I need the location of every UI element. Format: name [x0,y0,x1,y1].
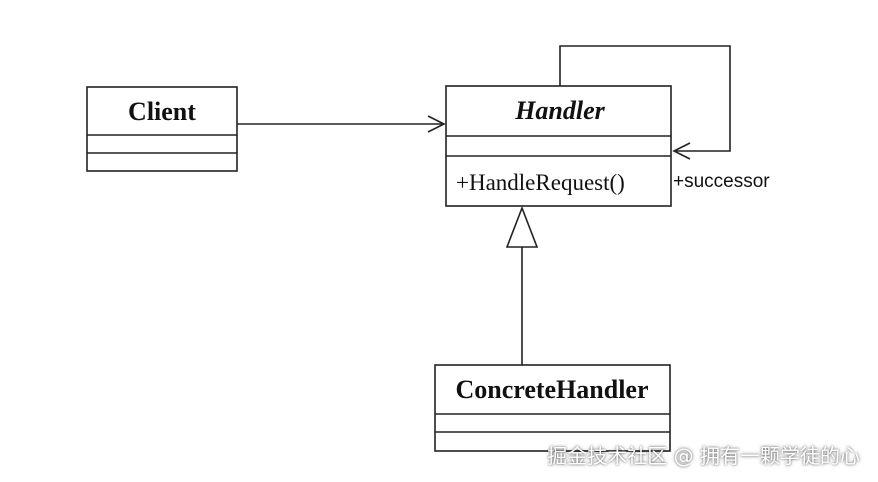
watermark: 掘金技术社区 @ 拥有一颗学徒的心 [547,444,860,468]
class-handler: Handler +HandleRequest() [445,85,672,207]
class-concrete-handler-name: ConcreteHandler [455,375,648,404]
class-concrete-handler: ConcreteHandler [434,364,671,452]
successor-role-label: +successor [673,171,770,192]
handler-operation: +HandleRequest() [456,170,625,195]
class-handler-name: Handler [514,96,605,125]
class-client: Client [86,86,238,172]
class-client-name: Client [128,97,196,126]
inheritance-triangle-icon [505,205,539,248]
association-successor-loop [559,45,731,160]
generalization-concrete-handler [505,205,539,365]
